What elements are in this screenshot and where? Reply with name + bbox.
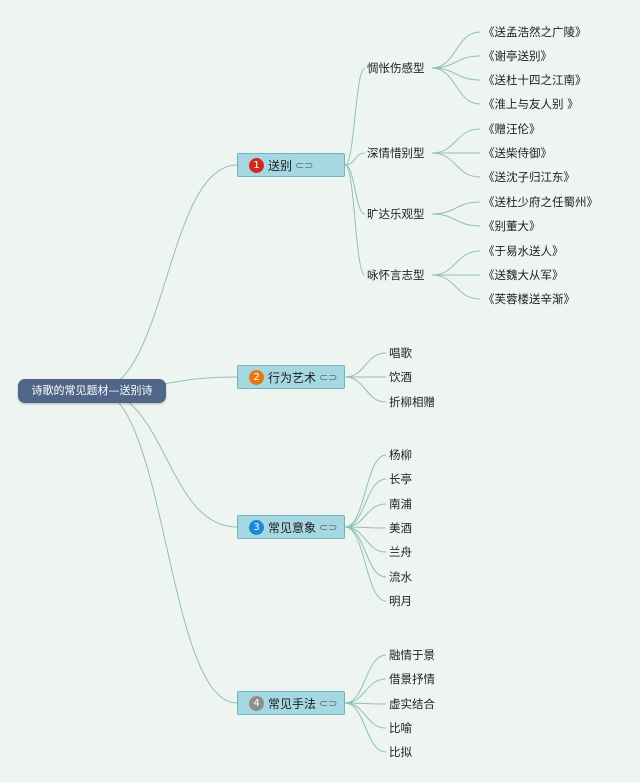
branch-topic-2[interactable]: 2 行为艺术 ⊂⊃ xyxy=(237,365,345,389)
branch-leaf-connector xyxy=(344,526,387,553)
leaf-poem[interactable]: 《芙蓉楼送辛渐》 xyxy=(483,292,575,306)
root-branch-connector xyxy=(95,389,238,704)
branch-subtopic-connector xyxy=(344,164,366,276)
link-icon[interactable]: ⊂⊃ xyxy=(319,520,338,534)
branch-label: 送别 xyxy=(268,158,293,173)
link-icon[interactable]: ⊂⊃ xyxy=(319,370,338,384)
leaf-item[interactable]: 明月 xyxy=(389,594,412,608)
leaf-poem[interactable]: 《送杜十四之江南》 xyxy=(483,73,587,87)
leaf-poem[interactable]: 《送杜少府之任蜀州》 xyxy=(483,195,598,209)
leaf-poem[interactable]: 《于易水送人》 xyxy=(483,244,564,258)
subtopic-leaf-connector xyxy=(431,31,481,69)
leaf-poem[interactable]: 《送魏大从军》 xyxy=(483,268,564,282)
leaf-item[interactable]: 折柳相赠 xyxy=(389,395,435,409)
subtopic-leaf-connector xyxy=(431,55,481,69)
branch-leaf-connector xyxy=(344,454,387,528)
leaf-poem[interactable]: 《淮上与友人别 》 xyxy=(483,97,579,111)
branch-topic-4[interactable]: 4 常见手法 ⊂⊃ xyxy=(237,691,345,715)
leaf-item[interactable]: 美酒 xyxy=(389,521,412,535)
leaf-item[interactable]: 虚实结合 xyxy=(389,697,435,711)
branch-subtopic-connector xyxy=(344,67,366,166)
leaf-item[interactable]: 比喻 xyxy=(389,721,412,735)
branch-leaf-connector xyxy=(344,478,387,528)
branch-leaf-connector xyxy=(344,352,387,378)
leaf-item[interactable]: 杨柳 xyxy=(389,448,412,462)
subtopic-leaf-connector xyxy=(431,152,481,178)
leaf-poem[interactable]: 《送柴侍御》 xyxy=(483,146,552,160)
branch-subtopic-connector xyxy=(344,164,366,215)
branch-topic-3[interactable]: 3 常见意象 ⊂⊃ xyxy=(237,515,345,539)
branch-number-badge: 4 xyxy=(249,695,264,711)
subtopic-leaf-connector xyxy=(431,213,481,227)
branch-leaf-connector xyxy=(344,503,387,528)
subtopic-leaf-connector xyxy=(431,201,481,215)
branch-label: 常见手法 xyxy=(268,696,317,711)
branch-leaf-connector xyxy=(344,702,387,729)
branch-leaf-connector xyxy=(344,526,387,578)
link-icon[interactable]: ⊂⊃ xyxy=(319,696,338,710)
branch-topic-1[interactable]: 1 送别 ⊂⊃ xyxy=(237,153,345,177)
leaf-item[interactable]: 长亭 xyxy=(389,472,412,486)
branch-label: 常见意象 xyxy=(268,520,317,535)
leaf-item[interactable]: 融情于景 xyxy=(389,648,435,662)
root-branch-connector xyxy=(95,164,238,391)
branch-leaf-connector xyxy=(344,376,387,403)
subtopic-1-4[interactable]: 咏怀言志型 xyxy=(367,268,425,282)
branch-leaf-connector xyxy=(344,702,387,753)
leaf-poem[interactable]: 《送沈子归江东》 xyxy=(483,170,575,184)
leaf-item[interactable]: 南浦 xyxy=(389,497,412,511)
branch-subtopic-connector xyxy=(344,152,366,166)
leaf-item[interactable]: 兰舟 xyxy=(389,545,412,559)
subtopic-leaf-connector xyxy=(431,67,481,105)
subtopic-leaf-connector xyxy=(431,274,481,300)
subtopic-1-2[interactable]: 深情惜别型 xyxy=(367,146,425,160)
root-branch-connector xyxy=(95,389,238,528)
branch-number-badge: 2 xyxy=(249,369,264,385)
leaf-item[interactable]: 流水 xyxy=(389,570,412,584)
subtopic-leaf-connector xyxy=(431,250,481,276)
leaf-item[interactable]: 唱歌 xyxy=(389,346,412,360)
leaf-item[interactable]: 饮酒 xyxy=(389,370,412,384)
branch-label: 行为艺术 xyxy=(268,370,317,385)
branch-leaf-connector xyxy=(344,526,387,602)
link-icon[interactable]: ⊂⊃ xyxy=(295,158,314,172)
branch-number-badge: 3 xyxy=(249,519,264,535)
leaf-item[interactable]: 借景抒情 xyxy=(389,672,435,686)
leaf-poem[interactable]: 《谢亭送别》 xyxy=(483,49,552,63)
branch-leaf-connector xyxy=(344,678,387,704)
subtopic-1-1[interactable]: 惆怅伤感型 xyxy=(367,61,425,75)
subtopic-1-3[interactable]: 旷达乐观型 xyxy=(367,207,425,221)
leaf-poem[interactable]: 《别董大》 xyxy=(483,219,541,233)
branch-leaf-connector xyxy=(344,654,387,704)
subtopic-leaf-connector xyxy=(431,128,481,154)
leaf-poem[interactable]: 《送孟浩然之广陵》 xyxy=(483,25,587,39)
root-topic[interactable]: 诗歌的常见题材—送别诗 xyxy=(18,379,166,403)
branch-number-badge: 1 xyxy=(249,157,264,173)
leaf-poem[interactable]: 《赠汪伦》 xyxy=(483,122,541,136)
leaf-item[interactable]: 比拟 xyxy=(389,745,412,759)
